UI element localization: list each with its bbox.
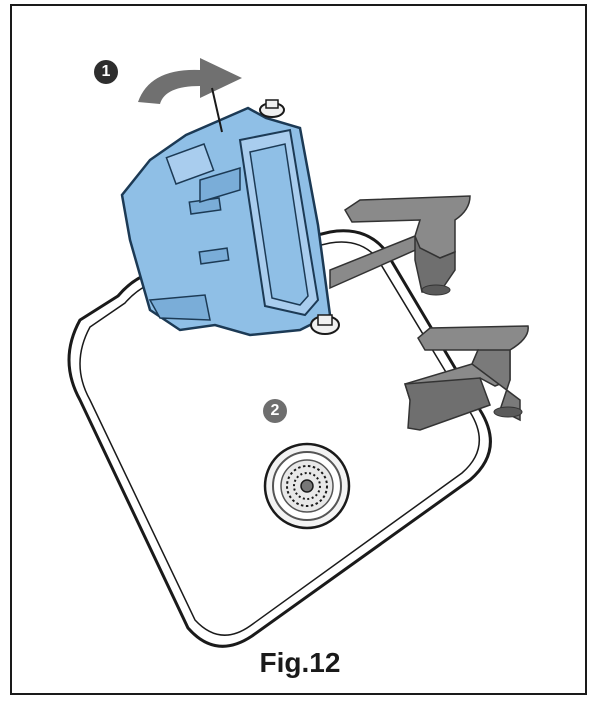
- drain-strainer-icon: [265, 444, 349, 528]
- step-2-badge: 2: [263, 399, 287, 423]
- step-1-badge: 1: [94, 60, 118, 84]
- removable-module: [122, 100, 339, 335]
- figure-caption: Fig.12: [0, 647, 600, 679]
